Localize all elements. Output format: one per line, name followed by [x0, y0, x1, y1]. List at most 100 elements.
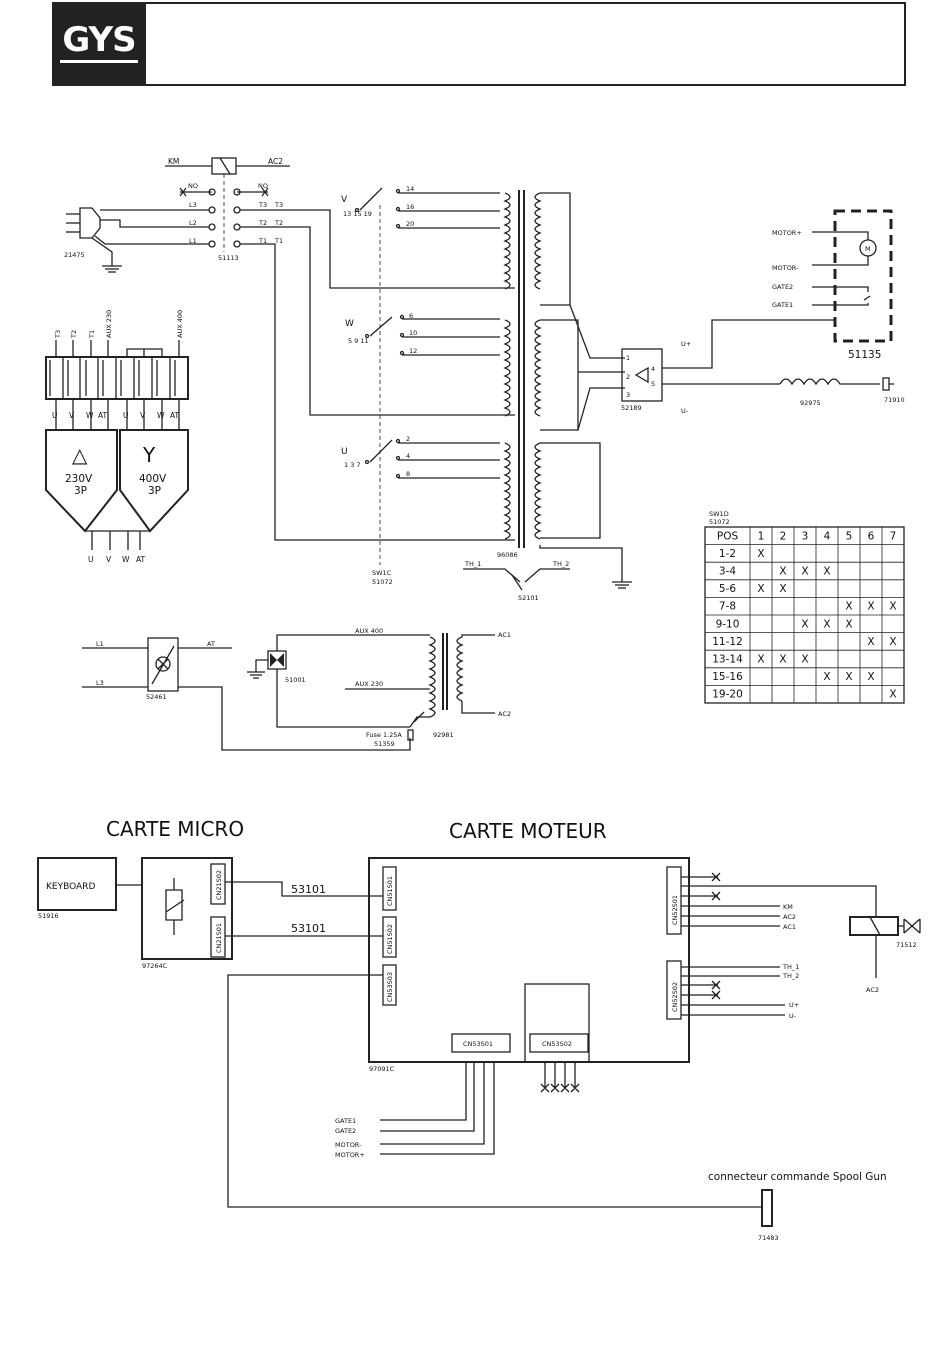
sw1d-mark-cell: X [779, 566, 786, 578]
sw1d-mark-cell: X [801, 618, 808, 630]
cn52s02 [666, 960, 682, 1020]
transformer-id: 96086 [497, 551, 518, 559]
sig-ac2: AC2 [783, 913, 796, 921]
tb-u1: U [52, 411, 58, 420]
contactor-group: KM AC2 NO NO L3 L2 L1 T3 T3 T2 T2 T1 T1 … [165, 157, 290, 262]
plug-id: 21475 [64, 251, 85, 259]
tap-20: 20 [406, 220, 414, 228]
sw1d-header-cell: 7 [890, 530, 897, 542]
sw1c-name: SW1C [372, 569, 392, 577]
tap-2: 2 [406, 435, 410, 443]
sw1d-mark-cell: X [801, 566, 808, 578]
sw1d-mark-cell: X [823, 566, 830, 578]
tb-t1: T1 [88, 330, 96, 339]
tap-8: 8 [406, 470, 410, 478]
delta-symbol: △ [72, 443, 88, 467]
switch-u: U 1 3 7 2 4 8 [341, 435, 500, 479]
cn51s01-label: CN51S01 [386, 876, 394, 906]
valve-id: 71512 [896, 941, 917, 949]
tap-10: 10 [409, 329, 417, 337]
cn21s01 [210, 916, 226, 958]
sw1d-header-cell: 4 [824, 530, 831, 542]
sw1d-mark-cell: X [889, 601, 896, 613]
motor-minus-label: MOTOR- [772, 264, 799, 272]
l3-in: L3 [189, 201, 197, 209]
sw1d-mark-cell: X [779, 654, 786, 666]
moteur-board [368, 857, 690, 1063]
aux-l3: L3 [96, 679, 104, 687]
valve-ac2: AC2 [866, 986, 879, 994]
sw1d-mark-cell: X [845, 601, 852, 613]
thermal-switch: TH_1 TH_2 52101 [463, 560, 570, 602]
switch-w-pins: 5 9 11 [348, 337, 369, 345]
bridge-rectifier: 1 2 3 4 5 52189 U+ U- [621, 319, 835, 415]
cable-2: 53101 [291, 922, 326, 935]
l2-in: L2 [189, 219, 197, 227]
no-right-label: NO [258, 182, 268, 190]
fuse-id: 51359 [374, 740, 395, 748]
sig-motor-minus: MOTOR- [335, 1141, 362, 1149]
fan-id: 51001 [285, 676, 306, 684]
sw1d-pos-cell: 5-6 [719, 583, 736, 595]
t2-out-a: T2 [258, 219, 267, 227]
tb-v2: V [140, 411, 146, 420]
ac2-label: AC2 [268, 157, 283, 166]
cn53s01-label: CN53S01 [463, 1040, 493, 1048]
daughter-board [524, 983, 590, 1063]
output-connector-id: 71910 [884, 396, 905, 404]
bridge-pin-5: 5 [651, 380, 655, 388]
sw1d-id: 51072 [709, 518, 730, 526]
sw1d-mark-cell: X [845, 671, 852, 683]
aux-l1: L1 [96, 640, 104, 648]
sw1d-mark-cell: X [823, 618, 830, 630]
t2-out-b: T2 [274, 219, 283, 227]
spool-gun-label: connecteur commande Spool Gun [708, 1171, 887, 1183]
km-label: KM [168, 157, 179, 166]
t1-out-b: T1 [274, 237, 283, 245]
sw1d-pos-cell: 1-2 [719, 548, 736, 560]
km-coil [211, 157, 237, 175]
carte-moteur-title: CARTE MOTEUR [449, 819, 607, 843]
t1-out-a: T1 [258, 237, 267, 245]
gate2-label: GATE2 [772, 283, 793, 291]
uminus-label: U- [681, 407, 689, 415]
carte-micro-title: CARTE MICRO [106, 817, 244, 841]
sw1d-mark-cell: X [867, 601, 874, 613]
motor-box-id: 51135 [848, 349, 881, 361]
sw1d-header-cell: 3 [802, 530, 809, 542]
sig-motor-plus: MOTOR+ [335, 1151, 365, 1159]
sig-th2: TH_2 [782, 972, 799, 980]
tb-aux230: AUX 230 [105, 310, 113, 338]
phase-230: 3P [74, 485, 87, 497]
sw1d-mark-cell: X [867, 636, 874, 648]
thermal-id: 52101 [518, 594, 539, 602]
gys-logo: GYS [54, 4, 146, 84]
contactor-id: 51113 [218, 254, 239, 262]
sig-ac1: AC1 [783, 923, 796, 931]
aux-ac2: AC2 [498, 710, 511, 718]
voltage-400: 400V [139, 473, 167, 485]
voltage-230: 230V [65, 473, 93, 485]
micro-id: 97264C [142, 962, 168, 970]
main-transformer: 96086 [497, 190, 632, 589]
cn21s01-label: CN21S01 [215, 923, 223, 953]
th2-label: TH_2 [552, 560, 569, 568]
switch-u-label: U [341, 447, 348, 457]
sw1d-mark-cell: X [823, 671, 830, 683]
aux-ac1: AC1 [498, 631, 511, 639]
aux-circuit: L1 AT L3 52461 51001 AUX 400 AUX 230 AC1… [82, 627, 511, 751]
sw1d-header-cell: 2 [780, 530, 787, 542]
sw1d-mark-cell: X [845, 618, 852, 630]
no-left-label: NO [188, 182, 198, 190]
keyboard-id: 51916 [38, 912, 59, 920]
sig-gate2: GATE2 [335, 1127, 356, 1135]
sw1c-id: 51072 [372, 578, 393, 586]
sw1d-pos-cell: 3-4 [719, 566, 736, 578]
wye-symbol: Y [142, 443, 156, 467]
sig-km: KM [783, 903, 793, 911]
sw1d-header-cell: 5 [846, 530, 853, 542]
tap-4: 4 [406, 452, 410, 460]
aux400-label: AUX 400 [355, 627, 383, 635]
sw1d-pos-cell: 13-14 [712, 654, 743, 666]
